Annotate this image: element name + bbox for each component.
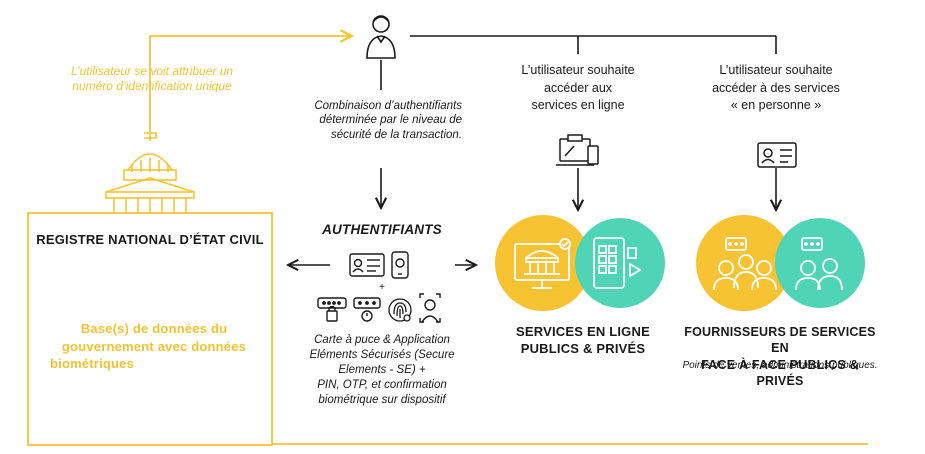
registry-db-line1: Base(s) de données du [80,321,228,336]
pin-pad-icon [317,297,347,322]
user-icon [366,15,396,59]
otp-token-icon [353,297,381,322]
inperson-services-line2: FACE À FACE PUBLICS & PRIVÉS [701,357,859,388]
fingerprint-icon [388,298,412,322]
inperson-people-icon-2 [795,237,843,291]
inperson-private-circle [775,218,865,308]
inperson-services-note: Points de ventes, administrations publiq… [682,360,878,371]
authenticators-plus: + [379,282,385,293]
auth-id-card-icon [349,253,385,277]
devices-icon [556,134,599,166]
inperson-wish-line2: accéder à des services [712,80,840,95]
online-wish-line3: services en ligne [531,98,625,112]
inperson-services-line1: FOURNISSEURS DE SERVICES EN [684,325,876,356]
combination-line3: sécurité de la transaction. [330,128,462,141]
online-wish-line1: L’utilisateur souhaite [521,63,635,77]
online-wish-label: L’utilisateur souhaite accéder aux servi… [508,62,648,115]
combination-line1: Combinaison d’authentifiants [314,100,462,112]
online-services-line2: PUBLICS & PRIVÉS [520,340,646,356]
registry-db-line2: gouvernement avec données [61,338,247,354]
inperson-wish-line3: « en personne » [730,98,822,112]
id-card-icon [757,142,797,168]
authenticators-desc-line1: Carte à puce & Application [314,334,450,346]
online-smartphone-apps-icon [593,237,642,289]
online-services-label: SERVICES EN LIGNE PUBLICS & PRIVÉS [508,324,658,358]
inperson-people-icon-1 [713,237,777,291]
combination-line2: déterminée par le niveau de [319,114,462,127]
assignment-connector [149,36,352,132]
inperson-services-label: FOURNISSEURS DE SERVICES EN FACE À FACE … [680,324,880,389]
authenticators-desc-line5: biométrique sur dispositif [318,393,446,406]
face-scan-icon [419,293,441,323]
authenticators-desc-line2: Eléments Sécurisés (Secure [309,348,455,361]
authenticators-description: Carte à puce & Application Eléments Sécu… [300,333,464,408]
smartphone-icon [391,251,409,279]
registry-database-label: Base(s) de données du gouvernement avec … [34,320,274,373]
inperson-wish-line1: L’utilisateur souhaite [719,63,833,77]
inperson-public-circle [696,215,792,311]
combination-label: Combinaison d’authentifiants déterminée … [302,99,462,142]
authenticators-title: AUTHENTIFIANTS [322,222,442,237]
inperson-wish-label: L’utilisateur souhaite accéder à des ser… [700,62,852,115]
registry-db-line3: biométriques [50,356,135,372]
user-assignment-line2: numéro d’identification unique [72,79,232,93]
online-services-line1: SERVICES EN LIGNE [516,324,650,339]
authenticators-desc-line4: PIN, OTP, et confirmation [317,378,447,391]
user-assignment-label: L’utilisateur se voit attribuer un numér… [52,64,252,94]
authenticators-desc-line3: Elements - SE) + [338,363,426,376]
registry-title: REGISTRE NATIONAL D’ÉTAT CIVIL [36,232,264,247]
user-assignment-line1: L’utilisateur se voit attribuer un [70,64,234,78]
online-building-monitor-icon [514,238,571,289]
online-wish-line2: accéder aux [543,80,613,95]
government-building-icon [105,132,195,213]
online-private-circle [575,218,665,308]
